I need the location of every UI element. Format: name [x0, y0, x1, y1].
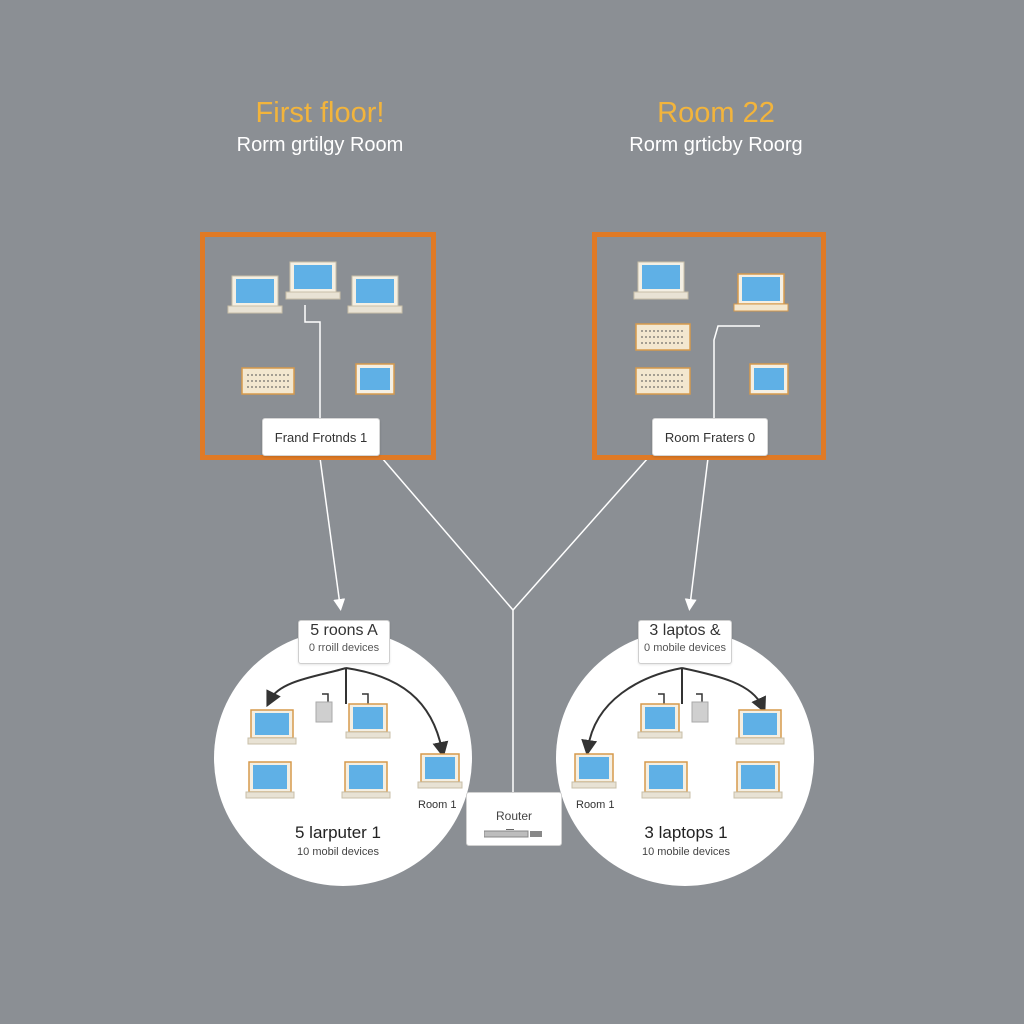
heading-left-subtitle: Rorm grtilgy Room	[236, 134, 404, 156]
right-circle-cable	[681, 667, 766, 714]
room-box-left	[200, 232, 436, 460]
circle-right-caption-title: 3 laptops 1	[644, 823, 728, 842]
router-box: Router	[466, 792, 562, 846]
tablet-icon	[355, 363, 395, 395]
laptop-icon	[245, 761, 295, 799]
heading-right: Room 22 Rorm grticby Roorg	[556, 96, 876, 158]
circle-left-tag-subtitle: 0 rroill devices	[308, 642, 380, 654]
circle-right-tag: 3 laptos & 0 mobile devices	[638, 620, 732, 664]
laptop-icon	[637, 703, 683, 739]
laptop-icon	[285, 261, 341, 300]
laptop-icon	[247, 709, 297, 745]
phone-icon	[315, 701, 333, 723]
circle-left-device-label: Room 1	[418, 799, 457, 811]
room-box-left-label: Frand Frotnds 1	[262, 418, 380, 456]
heading-right-title: Room 22	[657, 97, 775, 129]
laptop-icon	[733, 761, 783, 799]
laptop-icon	[735, 709, 785, 745]
tablet-icon	[749, 363, 789, 395]
laptop-icon	[345, 703, 391, 739]
right-room-cable	[713, 325, 760, 420]
left-circle-cable	[362, 693, 369, 704]
laptop-icon	[417, 753, 463, 789]
heading-left: First floor! Rorm grtilgy Room	[160, 96, 480, 158]
heading-right-subtitle: Rorm grticby Roorg	[629, 134, 803, 156]
right-circle-cable	[696, 693, 703, 704]
right-circle-cable	[658, 693, 665, 704]
circle-left-caption-title: 5 larputer 1	[295, 823, 381, 842]
right-circle-cable	[581, 667, 683, 756]
circle-left-tag-title: 5 roons A	[310, 622, 378, 639]
circle-right-tag-subtitle: 0 mobile devices	[644, 642, 726, 654]
left-room-cable	[304, 305, 321, 420]
circle-left-caption: 5 larputer 1 10 mobil devices	[238, 822, 438, 860]
keyboard-icon	[635, 323, 691, 351]
laptop-icon	[633, 261, 689, 300]
router-icon	[484, 829, 542, 838]
heading-left-title: First floor!	[255, 97, 385, 129]
left-circle-cable	[322, 693, 329, 704]
keyboard-icon	[635, 367, 691, 395]
left-circle-cable	[345, 667, 449, 758]
circle-right-caption-subtitle: 10 mobile devices	[641, 846, 731, 858]
right-junction-line	[512, 457, 649, 611]
left-circle-cable	[266, 667, 347, 708]
laptop-icon	[641, 761, 691, 799]
circle-right-device-label: Room 1	[576, 799, 615, 811]
circle-left-caption-subtitle: 10 mobil devices	[297, 846, 379, 858]
router-label: Router	[495, 809, 533, 823]
laptop-icon	[227, 275, 283, 314]
room-box-right	[592, 232, 826, 460]
room-box-right-label: Room Fraters 0	[652, 418, 768, 456]
laptop-icon	[347, 275, 403, 314]
keyboard-icon	[241, 367, 295, 395]
circle-right-tag-title: 3 laptos &	[649, 622, 721, 639]
laptop-icon	[733, 273, 789, 312]
circle-right-caption: 3 laptops 1 10 mobile devices	[586, 822, 786, 860]
laptop-icon	[341, 761, 391, 799]
circle-left-tag: 5 roons A 0 rroill devices	[298, 620, 390, 664]
left-junction-line	[381, 457, 514, 611]
phone-icon	[691, 701, 709, 723]
right-arrow-line	[684, 457, 709, 611]
laptop-icon	[571, 753, 617, 789]
left-arrow-line	[319, 457, 346, 611]
